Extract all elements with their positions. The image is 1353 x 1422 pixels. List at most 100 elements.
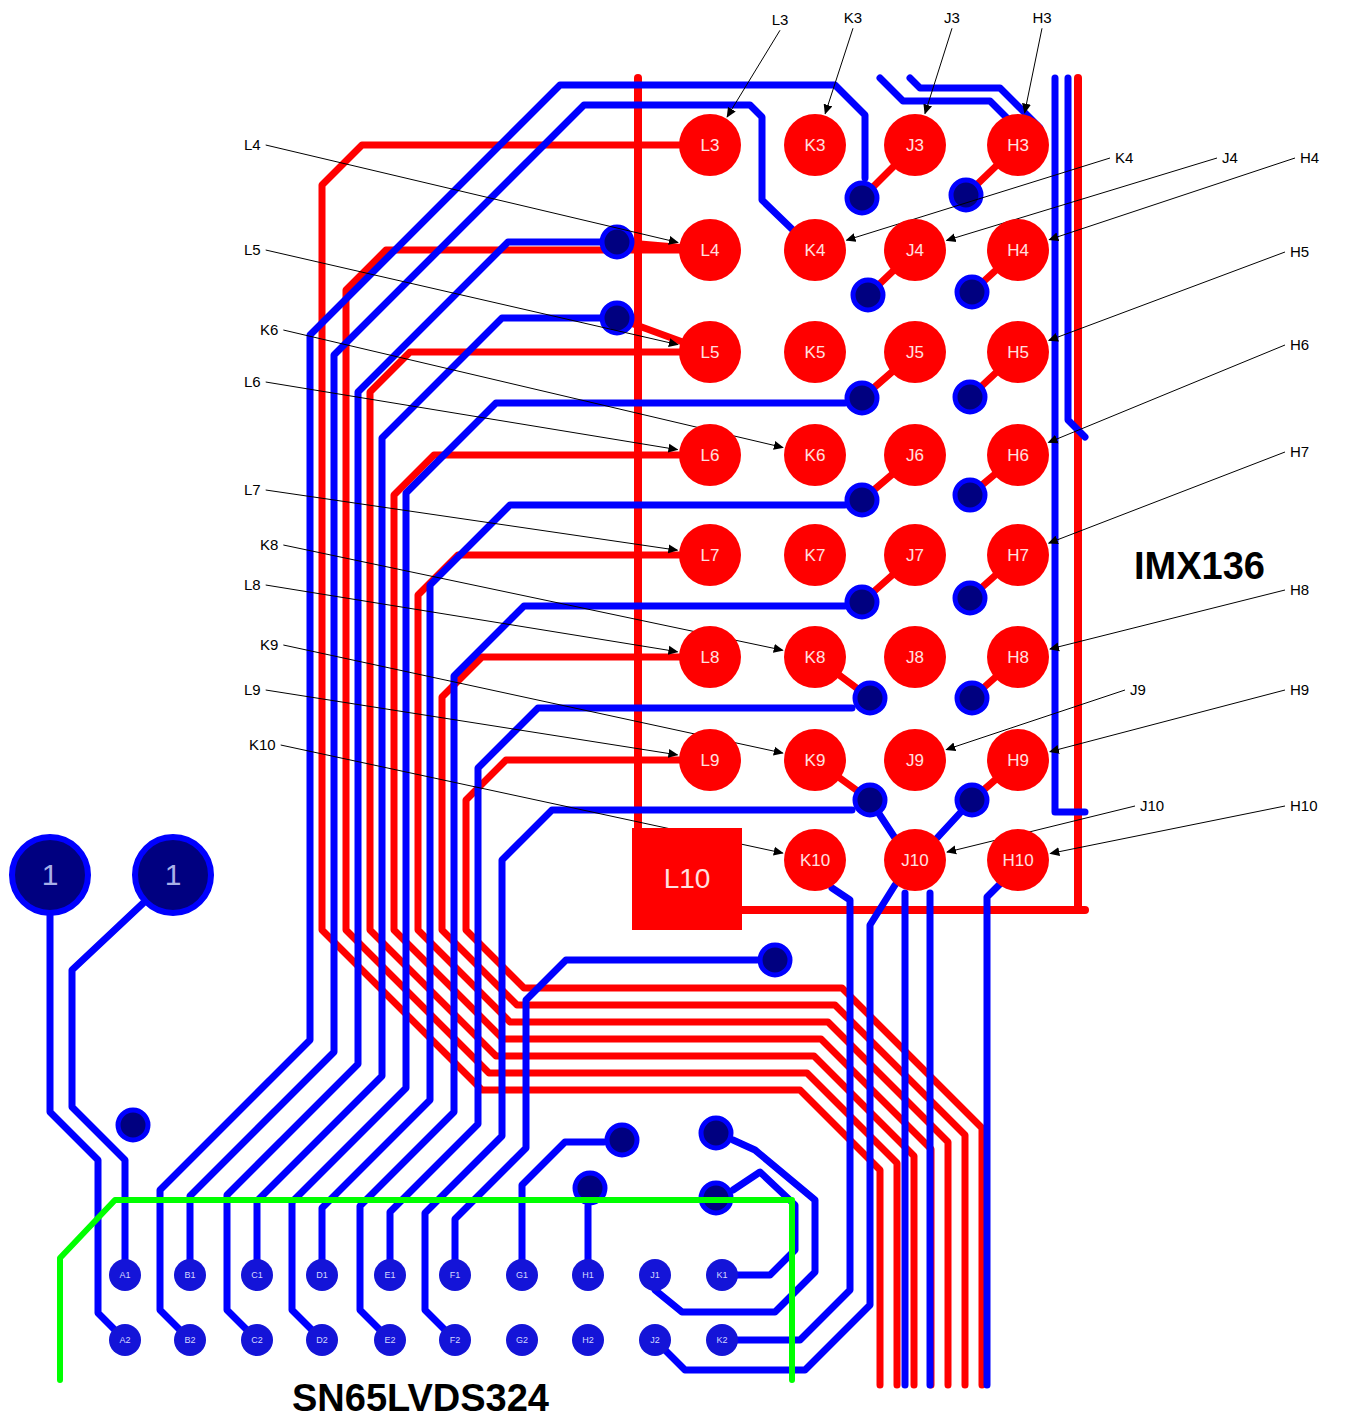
leader-line [266,250,678,345]
sensor-pad: J5 [884,321,946,383]
connector-pad: A2 [109,1324,141,1356]
via [855,683,885,713]
connector-pad: G2 [506,1324,538,1356]
via [957,683,987,713]
pad-name: E2 [384,1336,395,1345]
pin-callout: L9 [242,682,263,699]
connector-pad: B2 [174,1324,206,1356]
pin-callout: L3 [770,12,791,29]
copper-trace [1055,78,1085,812]
sensor-pad: K9 [784,729,846,791]
copper-trace [190,105,795,1275]
pad-name: A1 [119,1271,130,1280]
via [955,382,985,412]
pad-name: C1 [251,1271,263,1280]
sensor-pad: H5 [987,321,1049,383]
via [847,485,877,515]
via [847,383,877,413]
sensor-pad: L7 [679,524,741,586]
leader-line [1050,806,1285,853]
connector-pad: E2 [374,1324,406,1356]
pad-name: H7 [1007,547,1029,564]
sensor-pad: L6 [679,424,741,486]
connector-pad: J1 [639,1259,671,1291]
part-name: IMX136 [1132,547,1267,585]
copper-trace [987,884,1000,1385]
copper-trace [455,960,757,1275]
pad-name: L10 [664,865,711,893]
pad-name: L4 [701,242,720,259]
leader-line [947,158,1217,240]
sensor-pad: H10 [987,829,1049,891]
copper-trace [390,708,852,1275]
copper-trace [655,885,895,1370]
pad-name: H5 [1007,344,1029,361]
pin-callout: L5 [242,242,263,259]
pad-name: B1 [184,1271,195,1280]
leader-line [925,28,952,113]
pad-name: D2 [316,1336,328,1345]
sensor-pad: K6 [784,424,846,486]
sensor-pad: H4 [987,219,1049,281]
pin-callout: H9 [1288,682,1311,699]
pin-callout: J9 [1128,682,1148,699]
connector-pad: E1 [374,1259,406,1291]
connector-pad: D2 [306,1324,338,1356]
leader-line [1049,452,1285,543]
leader-line [266,690,678,755]
leader-line [266,585,678,652]
pad-name: J6 [906,447,924,464]
pad-name: L8 [701,649,720,666]
sensor-pad: K5 [784,321,846,383]
pad-name: L3 [701,137,720,154]
via [957,277,987,307]
sensor-pad: L10 [632,828,742,930]
pad-name: K7 [805,547,826,564]
sensor-pad: J3 [884,114,946,176]
pad-name: L5 [701,344,720,361]
pad-name: K3 [805,137,826,154]
via [760,945,790,975]
pad-name: L6 [701,447,720,464]
sensor-pad: L5 [679,321,741,383]
connector-pad: G1 [506,1259,538,1291]
pad-name: J10 [901,852,928,869]
pin-callout: L6 [242,374,263,391]
pad-name: 1 [42,860,59,890]
pad-name: H2 [582,1336,594,1345]
pad-name: J4 [906,242,924,259]
copper-trace [425,810,852,1340]
sensor-pad: K7 [784,524,846,586]
pad-name: J5 [906,344,924,361]
pad-name: C2 [251,1336,263,1345]
leader-line [1050,590,1285,649]
via [955,583,985,613]
pad-name: J9 [906,752,924,769]
sensor-pad: H6 [987,424,1049,486]
leader-line [266,145,678,242]
sensor-pad: J7 [884,524,946,586]
leader-line [266,490,678,550]
copper-trace [418,555,948,1385]
pin-callout: L4 [242,137,263,154]
pad-name: H1 [582,1271,594,1280]
copper-trace [742,906,1085,914]
leader-line [847,158,1110,240]
leader-line [825,28,853,113]
pad-name: J8 [906,649,924,666]
via-layer [118,180,987,1213]
sensor-pad: K4 [784,219,846,281]
mounting-pad: 1 [132,834,214,916]
via [847,587,877,617]
pad-name: F2 [450,1336,461,1345]
leader-line [1049,345,1285,442]
pad-name: 1 [165,860,182,890]
copper-trace [1068,78,1085,437]
copper-trace [1074,78,1082,910]
sensor-pad: J6 [884,424,946,486]
sensor-pad: K8 [784,626,846,688]
pad-name: H8 [1007,649,1029,666]
pin-callout: K9 [258,637,280,654]
connector-pad: J2 [639,1324,671,1356]
leader-layer [266,28,1295,853]
